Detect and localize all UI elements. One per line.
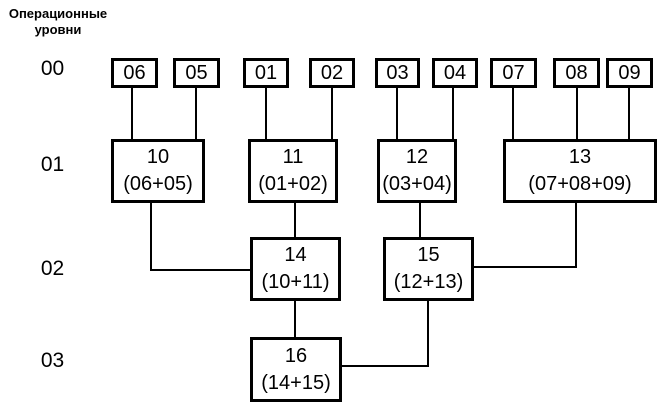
node-10-label: 10 (146, 146, 170, 168)
node-07: 07 (490, 58, 537, 88)
level-label-00: 00 (40, 57, 65, 80)
node-02: 02 (309, 58, 355, 88)
node-09: 09 (606, 58, 653, 88)
node-16-label: 16 (284, 344, 308, 367)
connector-14-16 (294, 300, 296, 338)
connector-13-15-horizontal (472, 266, 577, 268)
node-05-label: 05 (185, 61, 208, 84)
node-13-label: 13 (568, 146, 592, 168)
connector-15-16-vertical (427, 300, 429, 367)
node-01: 01 (243, 58, 289, 88)
node-06: 06 (111, 58, 158, 88)
connector-03-12 (396, 87, 398, 139)
node-11-formula: (01+02) (258, 173, 328, 195)
connector-10-14-vertical (150, 202, 152, 271)
level-label-01: 01 (40, 153, 65, 176)
node-11: 11 (01+02) (248, 139, 338, 203)
connector-04-12 (452, 87, 454, 139)
diagram-title-line2: уровни (34, 21, 82, 37)
node-06-label: 06 (123, 61, 146, 84)
node-05: 05 (173, 58, 220, 88)
node-15-label: 15 (417, 244, 440, 266)
connector-05-10 (195, 87, 197, 139)
connector-06-10 (131, 87, 133, 139)
node-12-formula: (03+04) (382, 173, 452, 195)
connector-11-14 (294, 202, 296, 238)
node-12-label: 12 (405, 146, 429, 168)
connector-08-13 (576, 87, 578, 139)
connector-13-15-vertical (575, 202, 577, 268)
level-label-03: 03 (40, 349, 65, 372)
node-15-formula: (12+13) (393, 271, 464, 293)
connector-10-14-horizontal (150, 269, 252, 271)
node-10: 10 (06+05) (111, 139, 205, 203)
connector-01-11 (265, 87, 267, 139)
node-04: 04 (432, 58, 478, 88)
node-14: 14 (10+11) (250, 237, 341, 301)
node-15: 15 (12+13) (383, 237, 474, 301)
node-16: 16 (14+15) (250, 337, 342, 402)
node-09-label: 09 (618, 61, 641, 84)
node-12: 12 (03+04) (377, 139, 457, 203)
node-02-label: 02 (320, 61, 344, 84)
node-13-formula: (07+08+09) (528, 173, 632, 195)
level-label-02: 02 (40, 257, 65, 280)
node-03: 03 (375, 58, 420, 88)
node-13: 13 (07+08+09) (503, 139, 657, 203)
connector-02-11 (331, 87, 333, 139)
connector-12-15 (419, 202, 421, 238)
diagram-title-line1: Операционные (8, 6, 108, 21)
node-14-formula: (10+11) (261, 271, 330, 293)
node-14-label: 14 (284, 244, 307, 266)
node-04-label: 04 (443, 61, 467, 84)
connector-09-13 (628, 87, 630, 139)
node-03-label: 03 (386, 61, 409, 84)
node-16-formula: (14+15) (261, 371, 331, 394)
node-08: 08 (553, 58, 600, 88)
node-08-label: 08 (565, 61, 588, 84)
node-11-label: 11 (282, 146, 304, 168)
connector-07-13 (512, 87, 514, 139)
diagram-title: Операционные уровни (2, 6, 114, 37)
node-07-label: 07 (502, 61, 525, 84)
node-10-formula: (06+05) (123, 173, 193, 195)
node-01-label: 01 (254, 61, 278, 84)
connector-15-16-horizontal (340, 365, 429, 367)
